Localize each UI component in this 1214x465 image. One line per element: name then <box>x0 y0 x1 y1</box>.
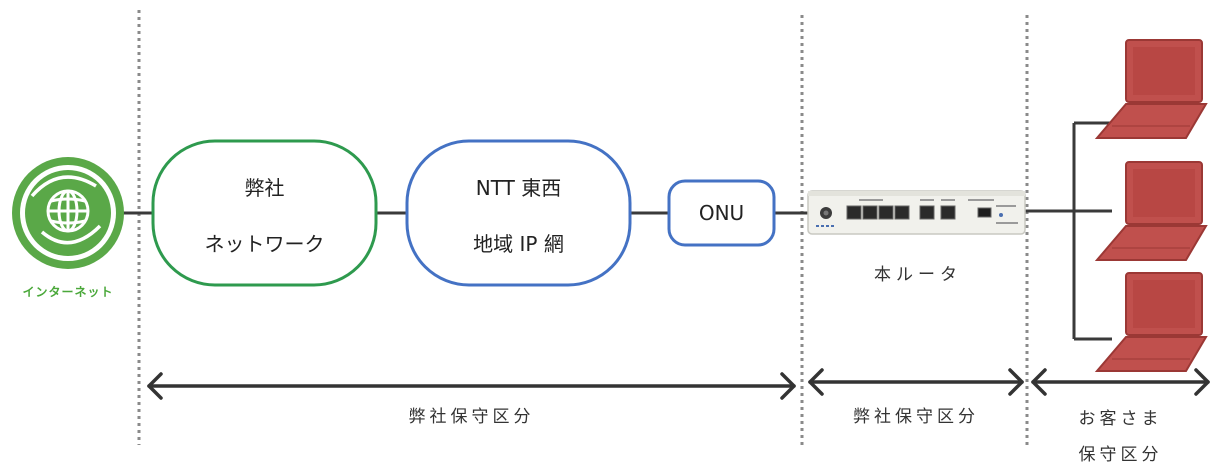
laptop-icon <box>1094 39 1208 139</box>
globe-icon <box>12 157 124 269</box>
company-network-node <box>151 139 378 287</box>
ntt-network-line2: 地域 IP 網 <box>473 232 564 256</box>
company-network-line2: ネットワーク <box>204 232 325 256</box>
customer-zone-label-line1: お客さま <box>1078 409 1163 429</box>
router-zone-label: 弊社保守区分 <box>853 407 979 427</box>
internet-label: インターネット <box>22 285 114 299</box>
router-device-icon <box>807 190 1026 235</box>
ntt-network-node <box>405 139 632 287</box>
ntt-network-line1: NTT 東西 <box>475 176 562 200</box>
router-label: 本ルータ <box>874 265 962 285</box>
company-network-line1: 弊社 <box>244 176 285 200</box>
company-zone-arrow <box>147 372 796 400</box>
laptop-icon <box>1094 161 1208 261</box>
customer-zone-label-line2: 保守区分 <box>1078 445 1163 465</box>
company-zone-label: 弊社保守区分 <box>408 407 535 427</box>
onu-label: ONU <box>698 201 745 225</box>
customer-zone-arrow <box>1031 368 1210 396</box>
laptop-icon <box>1094 272 1208 372</box>
router-zone-arrow <box>808 368 1024 396</box>
onu-node <box>667 179 776 247</box>
